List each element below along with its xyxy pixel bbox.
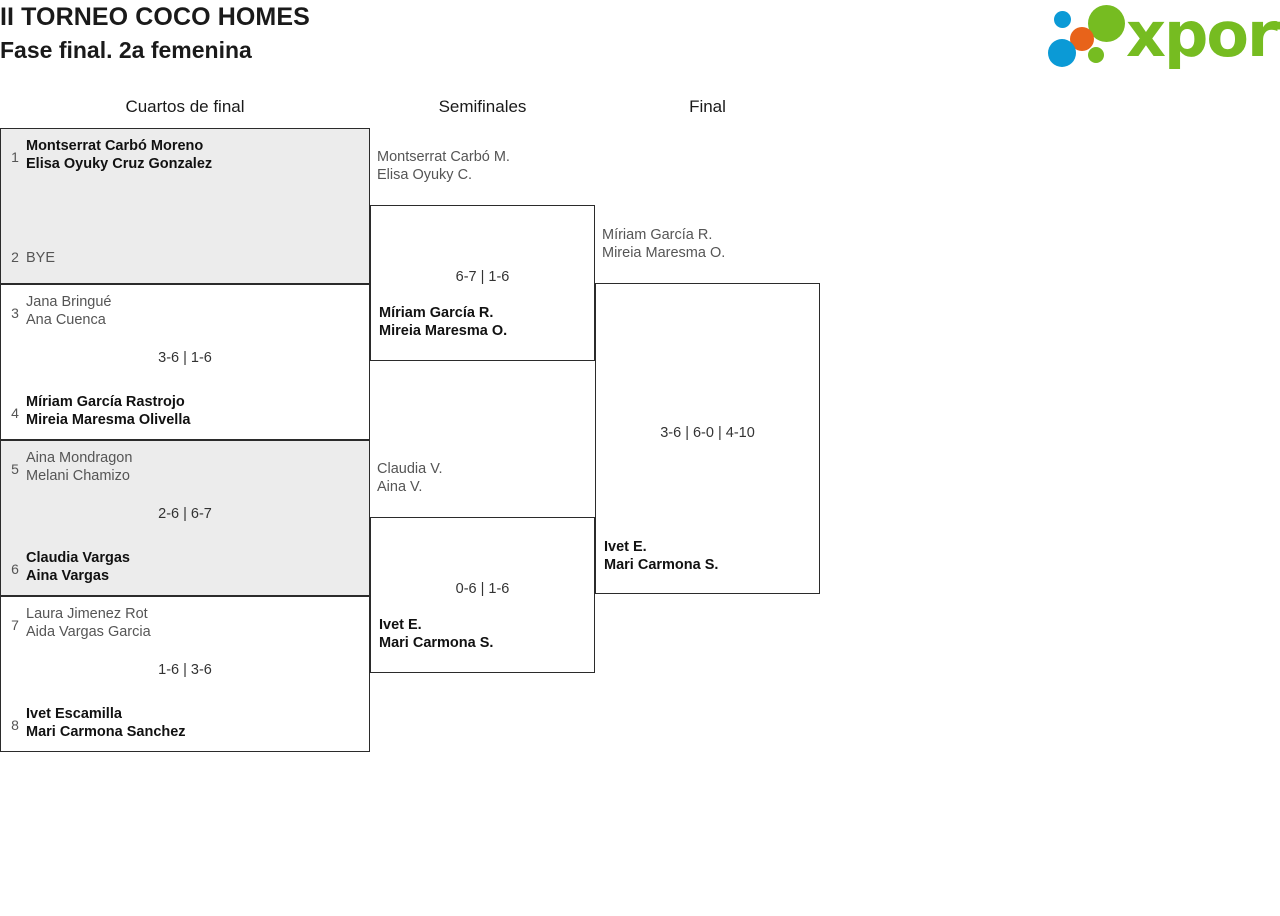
player-name: Elisa Oyuky Cruz Gonzalez — [26, 156, 213, 172]
player-name: Mari Carmona S. — [379, 635, 494, 651]
seed-number: 3 — [11, 305, 19, 321]
team-bottom: Míriam García Rastrojo Mireia Maresma Ol… — [26, 393, 363, 429]
player-name: Aina Mondragon — [26, 450, 133, 466]
seed-number: 8 — [11, 717, 19, 733]
match-score: 2-6 | 6-7 — [158, 506, 212, 522]
player-name: BYE — [26, 250, 56, 266]
player-name: Claudia Vargas — [26, 550, 130, 566]
player-name: Míriam García Rastrojo — [26, 394, 185, 410]
team-bottom: Ivet Escamilla Mari Carmona Sanchez — [26, 705, 363, 741]
player-name: Elisa Oyuky C. — [377, 167, 473, 183]
match-score: 3-6 | 1-6 — [158, 350, 212, 366]
seed-number: 2 — [11, 249, 19, 265]
player-name: Aida Vargas Garcia — [26, 624, 151, 640]
sf-1-top-team: Montserrat Carbó M. Elisa Oyuky C. — [377, 148, 510, 184]
match-box-qf-1[interactable]: 1 Montserrat Carbó Moreno Elisa Oyuky Cr… — [0, 128, 370, 284]
match-box-sf-2[interactable]: 0-6 | 1-6 Ivet E. Mari Carmona S. — [370, 517, 595, 673]
seed-number: 4 — [11, 405, 19, 421]
seed-number: 1 — [11, 149, 19, 165]
player-name: Laura Jimenez Rot — [26, 606, 148, 622]
logo-wordmark: xporty — [1126, 0, 1280, 71]
final-bottom-team: Ivet E. Mari Carmona S. — [604, 538, 718, 574]
round-header-quarterfinals: Cuartos de final — [125, 97, 245, 116]
player-name: Montserrat Carbó Moreno — [26, 138, 204, 154]
logo-dot-blue-small-icon — [1054, 11, 1071, 28]
player-name: Ivet Escamilla — [26, 706, 122, 722]
match-score: 0-6 | 1-6 — [455, 581, 510, 597]
logo-dot-green-small-icon — [1088, 47, 1104, 63]
match-box-qf-3[interactable]: 5 Aina Mondragon Melani Chamizo 6 Claudi… — [0, 440, 370, 596]
team-bottom: Claudia Vargas Aina Vargas — [26, 549, 363, 585]
logo-dot-green-large-icon — [1088, 5, 1125, 42]
player-name: Míriam García R. — [602, 227, 713, 243]
player-name: Mireia Maresma O. — [379, 323, 508, 339]
player-name: Ana Cuenca — [26, 312, 106, 328]
match-box-qf-2[interactable]: 3 Jana Bringué Ana Cuenca 4 Míriam Garcí… — [0, 284, 370, 440]
team-top: Aina Mondragon Melani Chamizo — [26, 449, 363, 485]
team-top: Montserrat Carbó Moreno Elisa Oyuky Cruz… — [26, 137, 363, 173]
player-name: Míriam García R. — [379, 305, 494, 321]
seed-number: 5 — [11, 461, 19, 477]
logo-dot-blue-large-icon — [1048, 39, 1076, 67]
sf-1-bottom-team: Míriam García R. Mireia Maresma O. — [379, 304, 507, 340]
final-top-team: Míriam García R. Mireia Maresma O. — [602, 226, 725, 262]
seed-number: 7 — [11, 617, 19, 633]
round-header-final: Final — [689, 97, 726, 116]
player-name: Mari Carmona Sanchez — [26, 724, 186, 740]
match-box-qf-4[interactable]: 7 Laura Jimenez Rot Aida Vargas Garcia 8… — [0, 596, 370, 752]
player-name: Ivet E. — [604, 539, 647, 555]
team-top: Jana Bringué Ana Cuenca — [26, 293, 363, 329]
team-bottom: BYE — [26, 249, 363, 267]
page-title: II TORNEO COCO HOMES — [0, 3, 310, 31]
player-name: Claudia V. — [377, 461, 443, 477]
match-box-final[interactable]: 3-6 | 6-0 | 4-10 Ivet E. Mari Carmona S. — [595, 283, 820, 594]
player-name: Mari Carmona S. — [604, 557, 719, 573]
match-box-sf-1[interactable]: 6-7 | 1-6 Míriam García R. Mireia Maresm… — [370, 205, 595, 361]
player-name: Ivet E. — [379, 617, 422, 633]
player-name: Montserrat Carbó M. — [377, 149, 510, 165]
player-name: Jana Bringué — [26, 294, 112, 310]
xporty-logo[interactable]: xporty — [1048, 0, 1280, 70]
team-top: Laura Jimenez Rot Aida Vargas Garcia — [26, 605, 363, 641]
player-name: Mireia Maresma Olivella — [26, 412, 191, 428]
sf-2-bottom-team: Ivet E. Mari Carmona S. — [379, 616, 493, 652]
seed-number: 6 — [11, 561, 19, 577]
round-header-semifinals: Semifinales — [438, 97, 527, 116]
logo-dots — [1048, 5, 1140, 67]
player-name: Melani Chamizo — [26, 468, 130, 484]
match-score: 3-6 | 6-0 | 4-10 — [660, 425, 755, 441]
match-score: 1-6 | 3-6 — [158, 662, 212, 678]
page-subtitle: Fase final. 2a femenina — [0, 37, 252, 63]
player-name: Aina V. — [377, 479, 423, 495]
match-score: 6-7 | 1-6 — [455, 269, 510, 285]
sf-2-top-team: Claudia V. Aina V. — [377, 460, 443, 496]
player-name: Mireia Maresma O. — [602, 245, 726, 261]
player-name: Aina Vargas — [26, 568, 110, 584]
